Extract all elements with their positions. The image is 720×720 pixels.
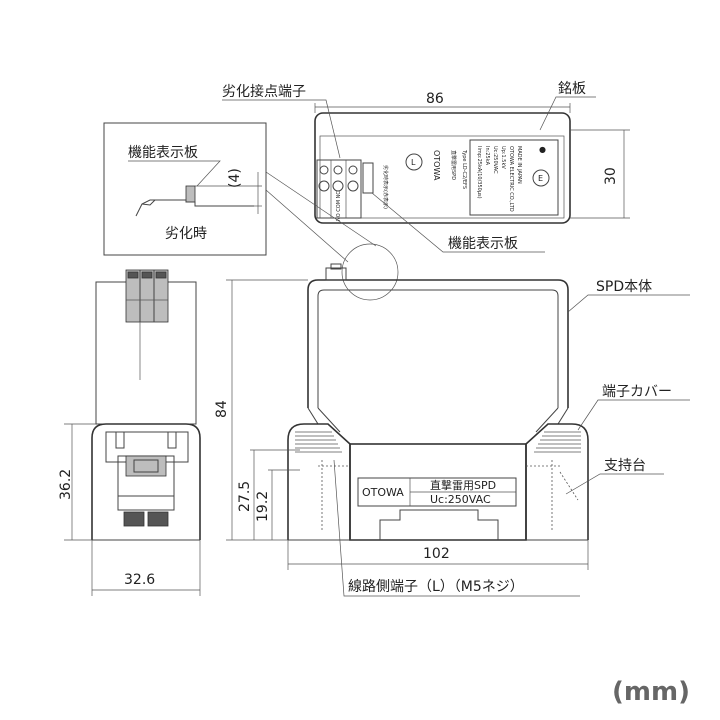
front-view: OTOWA 直撃雷用SPD Uc:250VAC 84 27.5 19.2 102 [214, 263, 589, 570]
top-type: Type LD-C2/EFS [461, 149, 467, 189]
spec-line: MADE IN JAPAN [516, 146, 522, 184]
label-spd-body: SPD本体 [596, 279, 652, 295]
terminal-screw-icon [319, 165, 329, 175]
top-view-outline [314, 112, 571, 224]
label-terminal-cover: 端子カバー [602, 384, 672, 400]
vent-grille-right [534, 431, 581, 453]
dim-top-height: 30 [603, 167, 619, 185]
degradation-terminal-front [325, 267, 347, 281]
terminal-cover-left [287, 423, 351, 540]
dim-side-width: 32.6 [124, 572, 155, 588]
label-degraded: 劣化時 [165, 226, 207, 242]
terminal-screw-icon [333, 165, 343, 175]
spec-line: Up:1.5kV [500, 146, 506, 169]
top-view: NO COM NC 劣化時表示(赤表示) L OTOWA 直撃雷用SPD Typ… [314, 91, 630, 224]
e-mark-circle [532, 169, 550, 187]
dim-top-width: 86 [426, 91, 444, 107]
label-degradation-terminal: 劣化接点端子 [222, 83, 306, 100]
terminal-cover-right [525, 423, 589, 540]
top-view-inner [319, 135, 565, 219]
spec-line: OTOWA ELECTRIC CO.,LTD [508, 146, 514, 212]
contact-labels: NO COM NC [336, 191, 342, 221]
spd-body-outline [307, 279, 569, 408]
label-line-terminal: 線路側端子（L）（M5ネジ） [348, 579, 524, 595]
leader-degradation-terminal [222, 99, 341, 159]
spec-line: Iimp:25kA(10/350μs) [476, 146, 482, 199]
terminal-screw-icon [348, 165, 358, 175]
dim-overall-width: 102 [423, 546, 450, 562]
side-terminal-screw [125, 455, 167, 477]
detail-box [103, 122, 267, 256]
screw-head-icon [127, 271, 139, 279]
plate-brand: OTOWA [362, 486, 404, 499]
raised-indicator [185, 185, 196, 203]
side-view: 36.2 32.6 [58, 269, 201, 596]
dim-terminal-height: 27.5 [237, 481, 253, 512]
l-mark: L [411, 158, 416, 167]
leader-nameplate [539, 96, 596, 131]
terminal-screw-icon [318, 180, 330, 192]
side-terminal-block [125, 269, 169, 323]
indicator-note: 劣化時表示(赤表示) [382, 165, 389, 209]
top-brand: OTOWA [432, 150, 441, 181]
side-clamp [117, 495, 175, 511]
label-function-indicator-detail: 機能表示板 [128, 145, 198, 161]
leader-support-base [565, 473, 664, 495]
dim-side-height: 36.2 [58, 469, 74, 500]
label-nameplate: 銘板 [558, 81, 586, 97]
dim-detail-offset: (4) [227, 168, 243, 188]
detail-callout-line [265, 171, 377, 247]
side-foot-left [123, 511, 145, 527]
vent-grille-left [295, 431, 342, 453]
plate-product: 直撃雷用SPD [430, 478, 496, 492]
terminal-screw-icon [347, 180, 359, 192]
leader-function-indicator [371, 192, 545, 253]
detail-lever [141, 199, 156, 206]
terminal-screw-icon [332, 180, 344, 192]
label-support-base: 支持台 [604, 458, 646, 474]
plate-rating: Uc:250VAC [430, 493, 491, 506]
side-foot-right [147, 511, 169, 527]
degradation-terminal-block [316, 159, 362, 219]
unit-label: (mm) [612, 677, 690, 707]
detail-callout-circle [341, 243, 399, 301]
dim-overall-height: 84 [214, 400, 230, 418]
spec-line: In:25kA [484, 146, 490, 166]
terminal-top [330, 263, 342, 270]
top-product: 直撃雷用SPD [450, 150, 457, 180]
detail-profile [135, 199, 254, 217]
spd-body-inner [317, 289, 559, 408]
e-mark: E [538, 174, 543, 183]
screw-head-icon [155, 271, 167, 279]
leader-terminal-cover [577, 399, 690, 431]
leader-spd-body [567, 294, 690, 313]
function-indicator-window [362, 162, 374, 194]
label-function-indicator: 機能表示板 [448, 236, 518, 252]
leader-line-terminal [333, 459, 580, 597]
detail-view: 機能表示板 (4) 劣化時 [103, 122, 267, 256]
screw-mark-icon: ● [539, 145, 546, 154]
leader-detail-indicator [128, 160, 221, 187]
detail-callout-line [265, 189, 349, 263]
din-rail-slot [379, 509, 499, 540]
side-slot [167, 432, 177, 449]
nameplate-plate [469, 139, 559, 216]
screw-head-icon [141, 271, 153, 279]
dim-terminal-center: 19.2 [255, 491, 271, 522]
side-slot [115, 432, 125, 449]
spec-line: Uc:250VAC [492, 146, 498, 174]
side-screw-head [133, 459, 159, 473]
l-mark-circle [405, 153, 423, 171]
side-base-outline [91, 423, 201, 540]
